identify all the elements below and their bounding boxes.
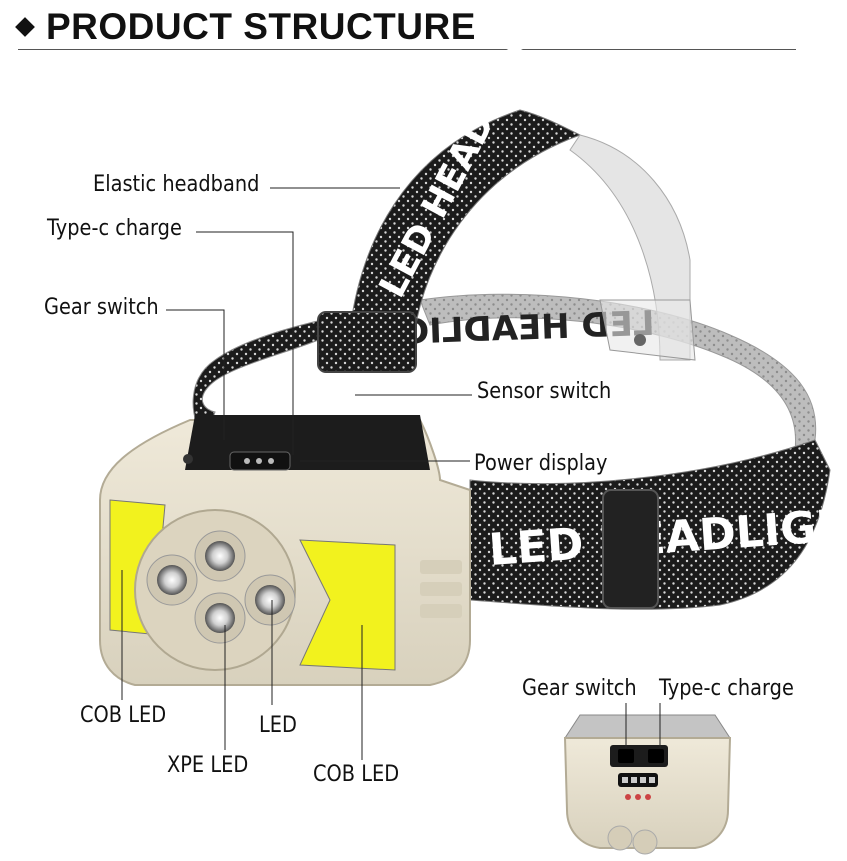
- clip-rivet: [634, 334, 646, 346]
- side-slider: [602, 489, 659, 609]
- page-header: PRODUCT STRUCTURE: [15, 6, 476, 48]
- callout-cob-led-left: COB LED: [80, 703, 167, 728]
- page-title: PRODUCT STRUCTURE: [46, 6, 476, 47]
- lamp-body: [99, 415, 471, 686]
- xpe-led-cluster: [146, 530, 296, 644]
- control-panel: [185, 415, 430, 470]
- callout-lines: [121, 187, 472, 760]
- header-divider: [18, 49, 796, 50]
- callout-elastic-headband: Elastic headband: [93, 172, 260, 197]
- line-type-c-charge: [196, 231, 294, 455]
- inset-callout-type-c-charge: Type-c charge: [659, 676, 794, 701]
- inset-callout-gear-switch: Gear switch: [522, 676, 637, 701]
- callout-cob-led-right: COB LED: [313, 762, 400, 787]
- inset-type-c-port: [648, 749, 664, 763]
- strap-clip: [599, 299, 696, 361]
- callout-xpe-led: XPE LED: [167, 753, 249, 778]
- line-gear-switch: [166, 309, 225, 440]
- inset-gear-switch-button: [618, 749, 634, 763]
- callout-sensor-switch: Sensor switch: [477, 379, 612, 404]
- headband-right: LED HEADLIGHT: [469, 439, 847, 610]
- inset-top-view: [563, 703, 732, 855]
- callout-type-c-charge: Type-c charge: [47, 216, 182, 241]
- callout-led: LED: [259, 713, 297, 738]
- cob-led-right: [299, 539, 396, 671]
- callout-gear-switch: Gear switch: [44, 295, 159, 320]
- strap-buckle: [317, 311, 417, 373]
- sensor-window: [183, 454, 193, 464]
- callout-power-display: Power display: [474, 451, 608, 476]
